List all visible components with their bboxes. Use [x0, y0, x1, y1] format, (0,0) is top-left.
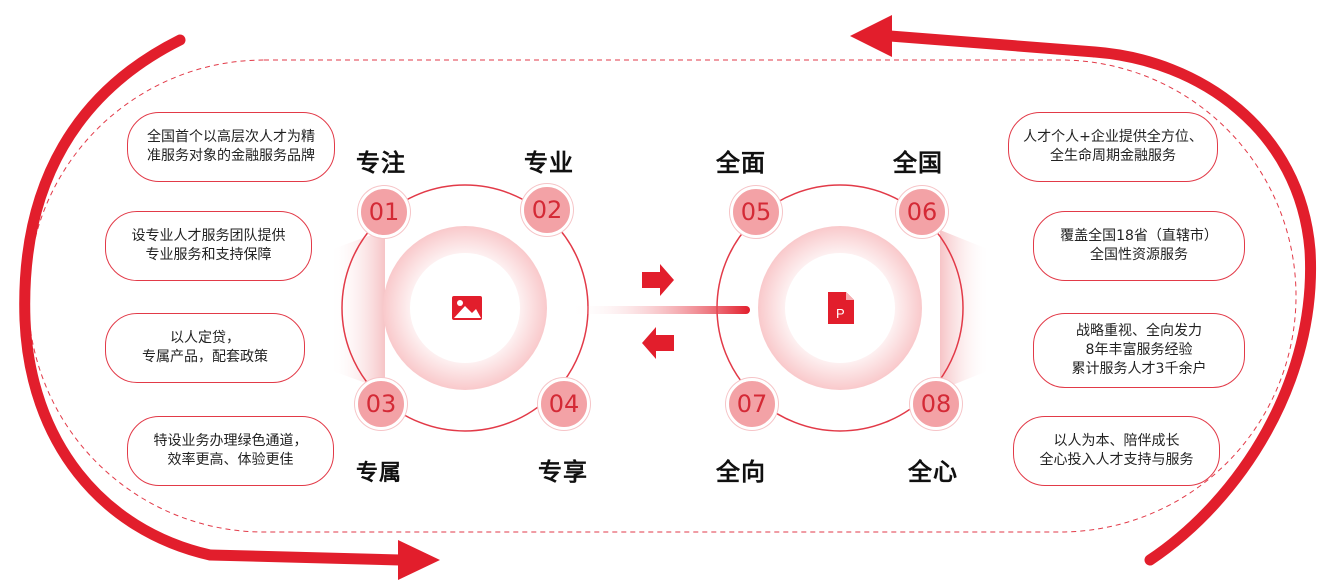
outer-arc-right	[1089, 46, 1317, 566]
right-fan	[940, 230, 990, 390]
svg-text:P: P	[836, 306, 845, 321]
bottom-band	[209, 549, 401, 566]
number-badge-08: 08	[910, 378, 962, 430]
keyword-quanxiang: 全向	[716, 458, 766, 486]
left-fan	[330, 230, 385, 390]
keyword-quanmian: 全面	[716, 149, 766, 177]
connector-bar	[570, 306, 750, 314]
mid-arrow-left-icon	[642, 327, 674, 359]
arrow-left-icon	[850, 15, 892, 57]
image-icon	[452, 296, 482, 320]
number-badge-07: 07	[726, 378, 778, 430]
keyword-quanxin: 全心	[908, 458, 958, 486]
left-description-3: 以人定贷， 专属产品，配套政策	[105, 313, 305, 383]
mid-arrow-right-icon	[642, 264, 674, 296]
left-description-1: 全国首个以高层次人才为精 准服务对象的金融服务品牌	[127, 112, 335, 182]
keyword-zhuanxiang: 专享	[538, 458, 588, 486]
keyword-quanguo: 全国	[893, 149, 943, 177]
right-description-4: 以人为本、陪伴成长 全心投入人才支持与服务	[1013, 416, 1220, 486]
outer-arc-left	[19, 34, 216, 561]
keyword-zhuanzhu: 专注	[356, 149, 406, 177]
number-badge-01: 01	[358, 186, 410, 238]
number-badge-06: 06	[896, 186, 948, 238]
number-badge-05: 05	[730, 186, 782, 238]
left-description-4: 特设业务办理绿色通道， 效率更高、体验更佳	[127, 416, 334, 486]
right-description-1: 人才个人+企业提供全方位、 全生命周期金融服务	[1008, 112, 1218, 182]
arrow-right-icon	[398, 540, 440, 580]
keyword-zhuanshu: 专属	[356, 461, 403, 486]
right-description-3: 战略重视、全向发力 8年丰富服务经验 累计服务人才3千余户	[1033, 313, 1245, 388]
number-badge-02: 02	[521, 184, 573, 236]
pdf-file-icon: P	[828, 292, 854, 324]
left-description-2: 设专业人才服务团队提供 专业服务和支持保障	[105, 211, 312, 281]
keyword-zhuanye: 专业	[524, 149, 574, 177]
number-badge-03: 03	[355, 378, 407, 430]
number-badge-04: 04	[538, 378, 590, 430]
top-band	[889, 30, 1096, 58]
right-description-2: 覆盖全国18省（直辖市） 全国性资源服务	[1033, 211, 1245, 281]
